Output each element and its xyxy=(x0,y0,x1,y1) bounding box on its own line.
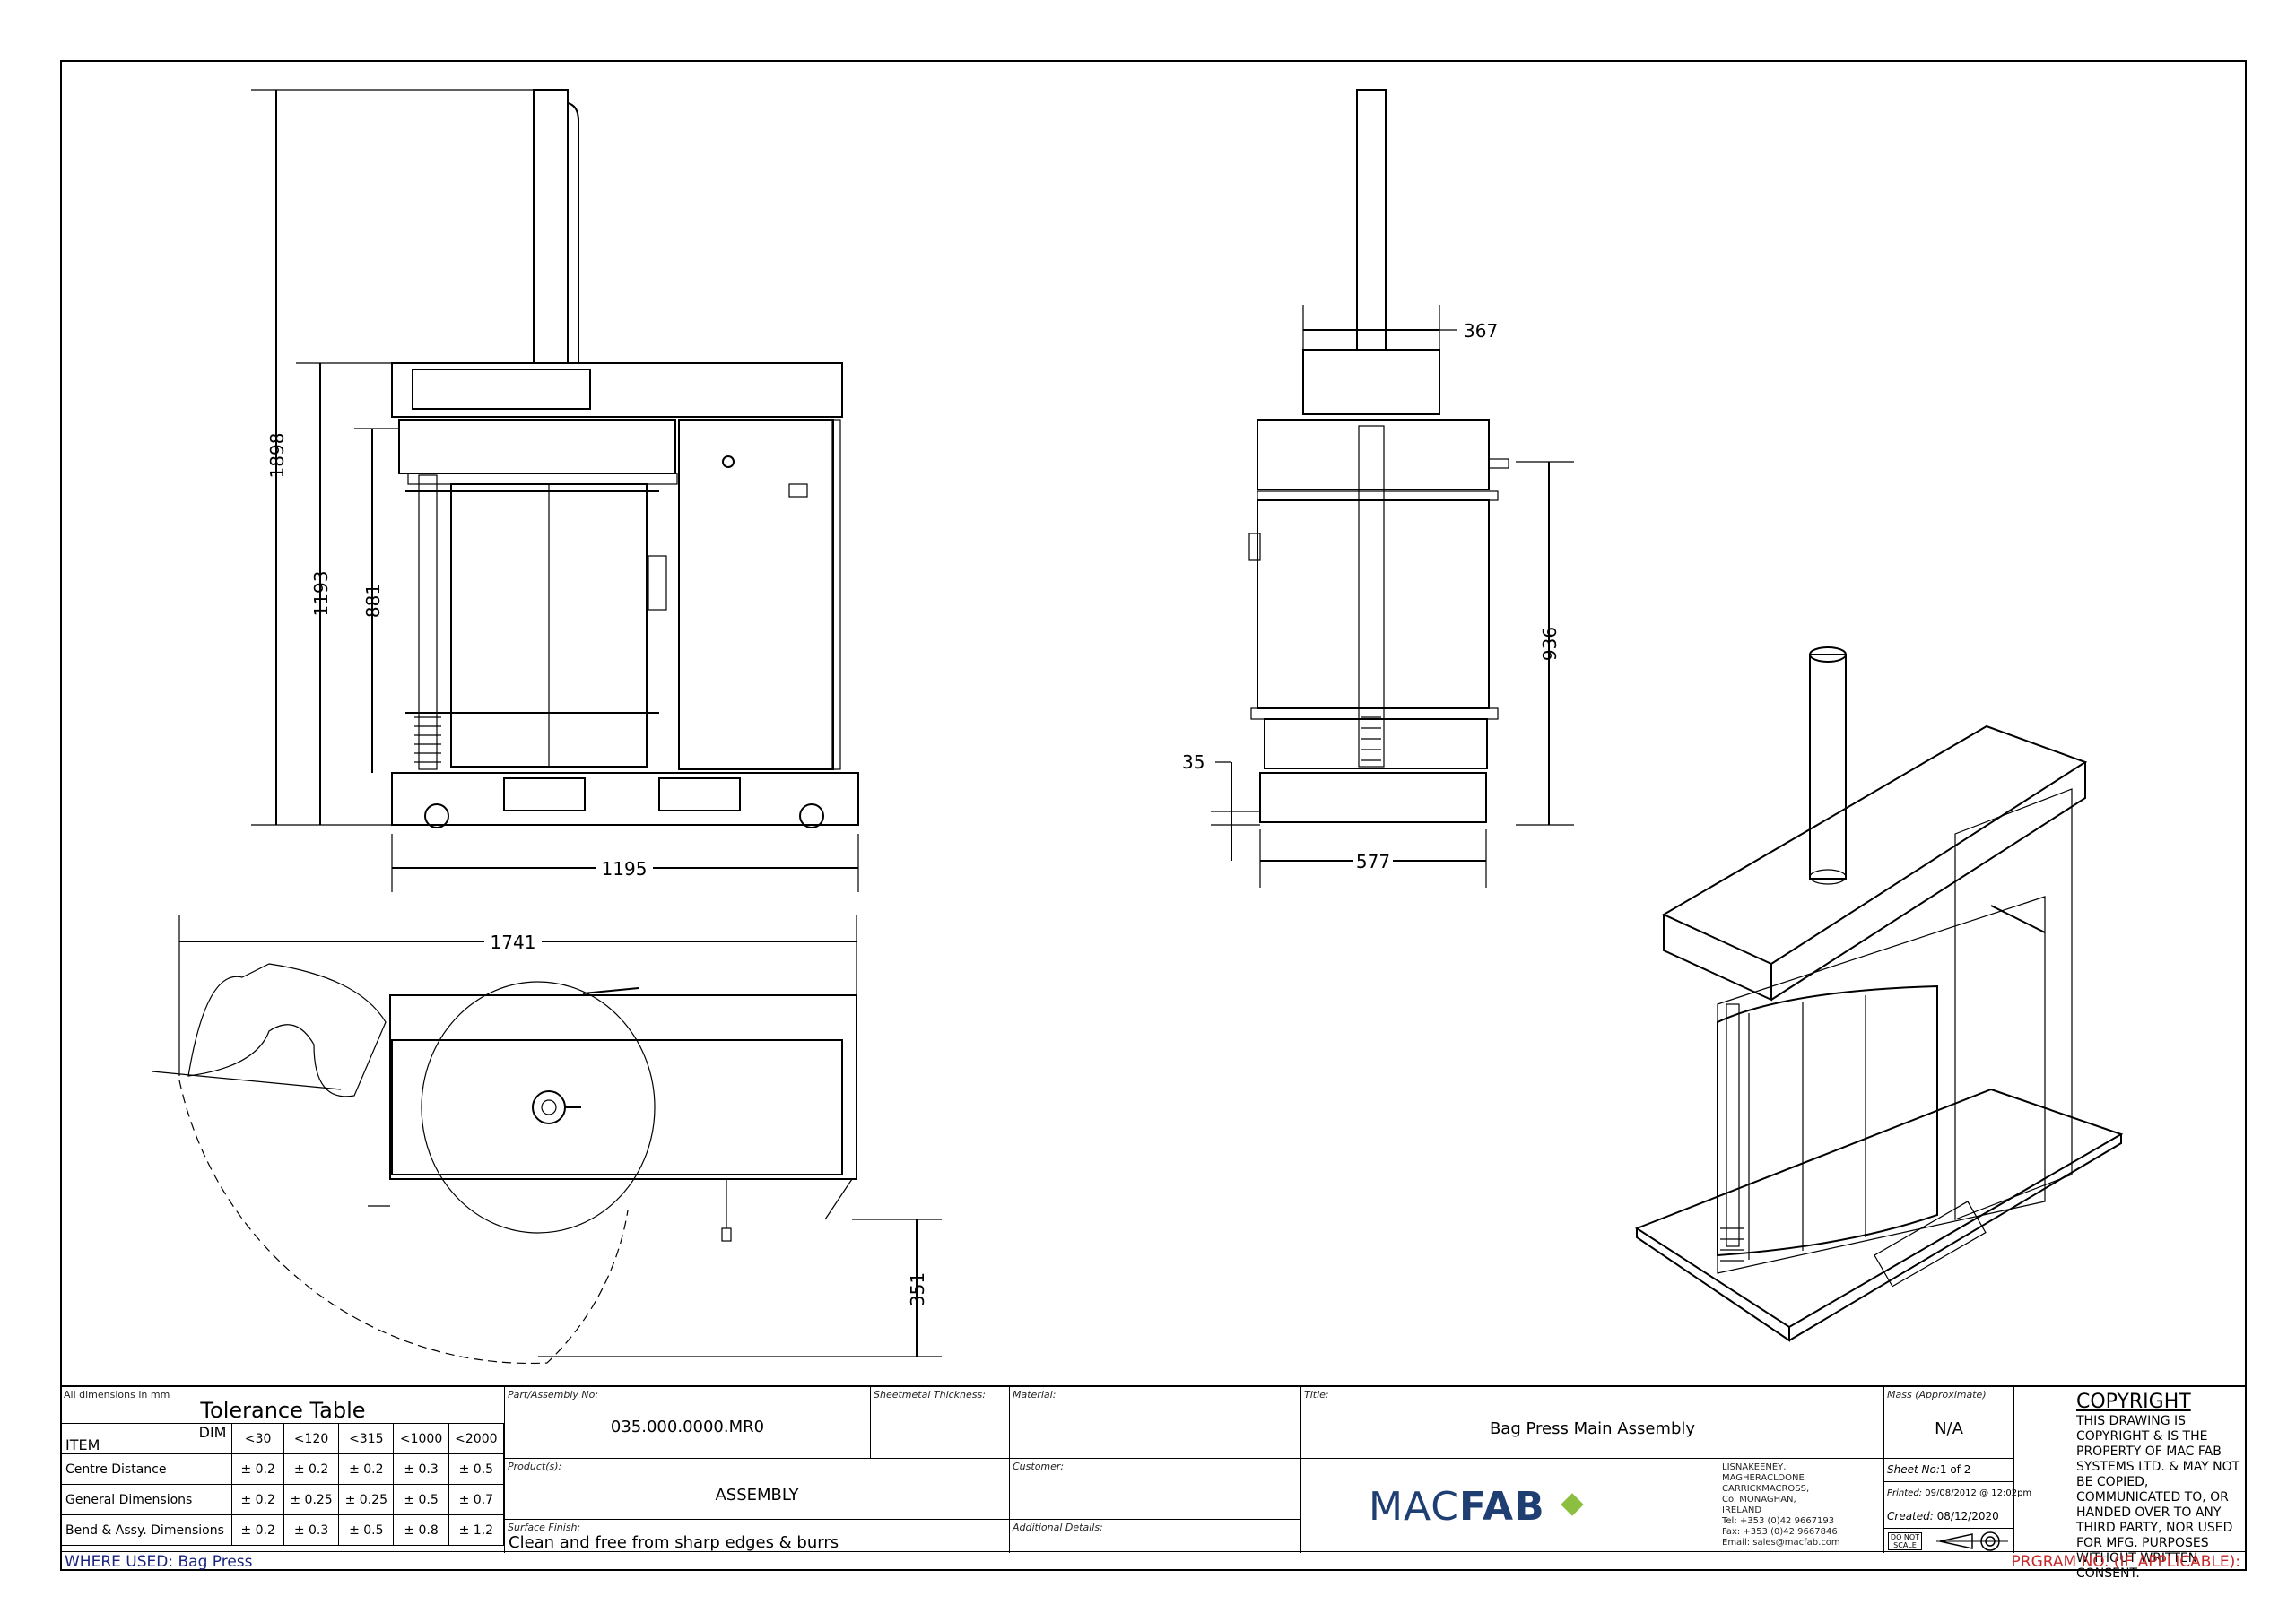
tol-row-label: General Dimensions xyxy=(60,1484,233,1515)
tol-cell: ± 0.25 xyxy=(338,1484,395,1515)
tol-col: <2000 xyxy=(448,1423,505,1454)
dim-577: 577 xyxy=(1356,851,1390,872)
top-view: 1741 351 xyxy=(152,915,942,1365)
tol-row-label: Centre Distance xyxy=(60,1453,233,1485)
tol-col: <1000 xyxy=(393,1423,449,1454)
material-cell: Material: xyxy=(1010,1387,1301,1459)
tol-cell: ± 1.2 xyxy=(448,1514,505,1546)
tol-header-item-dim: DIM ITEM xyxy=(60,1423,233,1454)
third-angle-projection-icon xyxy=(1936,1531,2008,1551)
company-address: LISNAKEENEY, MAGHERACLOONE CARRICKMACROS… xyxy=(1722,1462,1840,1548)
company-cell: MACFAB LISNAKEENEY, MAGHERACLOONE CARRIC… xyxy=(1301,1459,1884,1553)
dim-351: 351 xyxy=(907,1272,928,1306)
tol-cell: ± 0.5 xyxy=(448,1453,505,1485)
tolerance-table: DIM ITEM <30 <120 <315 <1000 <2000 Centr… xyxy=(60,1423,505,1546)
title-cell: Title: Bag Press Main Assembly xyxy=(1301,1387,1884,1459)
bottom-strip: WHERE USED: Bag Press PRGRAM NO. (IF APP… xyxy=(61,1551,2246,1571)
tol-cell: ± 0.5 xyxy=(393,1484,449,1515)
tol-col: <315 xyxy=(338,1423,395,1454)
customer-cell: Customer: xyxy=(1010,1459,1301,1520)
tol-cell: ± 0.2 xyxy=(338,1453,395,1485)
tol-cell: ± 0.2 xyxy=(283,1453,340,1485)
created-cell: Created: 08/12/2020 xyxy=(1884,1505,2014,1529)
mass-cell: Mass (Approximate) N/A xyxy=(1884,1387,2014,1459)
additional-details-cell: Additional Details: xyxy=(1010,1520,1301,1553)
tol-col: <30 xyxy=(231,1423,284,1454)
dim-1195: 1195 xyxy=(602,858,648,880)
sheet-no-cell: Sheet No:1 of 2 xyxy=(1884,1459,2014,1482)
dim-1193: 1193 xyxy=(310,571,332,617)
tol-cell: ± 0.2 xyxy=(231,1484,284,1515)
tolerance-title: Tolerance Table xyxy=(200,1398,366,1423)
all-dims-note: All dimensions in mm xyxy=(64,1389,170,1401)
dim-1898: 1898 xyxy=(266,433,288,479)
projection-cell: DO NOT SCALE xyxy=(1884,1529,2014,1553)
dim-1741: 1741 xyxy=(491,932,536,953)
drawing-title: Bag Press Main Assembly xyxy=(1489,1419,1696,1438)
tol-col: <120 xyxy=(283,1423,340,1454)
products-value: ASSEMBLY xyxy=(715,1486,799,1505)
tol-cell: ± 0.25 xyxy=(283,1484,340,1515)
isometric-view xyxy=(1634,646,2124,1342)
leaf-icon xyxy=(1560,1493,1584,1516)
copyright-title: COPYRIGHT xyxy=(2076,1391,2191,1413)
dim-35: 35 xyxy=(1182,751,1205,773)
side-view: 1898 1193 881 1195 xyxy=(251,89,859,892)
tol-row-label: Bend & Assy. Dimensions xyxy=(60,1514,233,1546)
mass-value: N/A xyxy=(1935,1419,1963,1438)
front-view: 367 936 35 577 xyxy=(1182,89,1574,888)
program-no: PRGRAM NO. (IF APPLICABLE): xyxy=(2011,1553,2240,1571)
table-row: General Dimensions ± 0.2 ± 0.25 ± 0.25 ±… xyxy=(60,1484,505,1515)
surface-finish-value: Clean and free from sharp edges & burrs xyxy=(509,1533,839,1552)
macfab-logo: MACFAB xyxy=(1369,1484,1584,1530)
products-cell: Product(s): ASSEMBLY xyxy=(505,1459,1010,1520)
tolerance-header-row: DIM ITEM <30 <120 <315 <1000 <2000 xyxy=(60,1423,505,1454)
printed-cell: Printed: 09/08/2012 @ 12:02pm xyxy=(1884,1482,2031,1505)
table-row: Bend & Assy. Dimensions ± 0.2 ± 0.3 ± 0.… xyxy=(60,1514,505,1546)
table-row: Centre Distance ± 0.2 ± 0.2 ± 0.2 ± 0.3 … xyxy=(60,1453,505,1485)
where-used: WHERE USED: Bag Press xyxy=(65,1553,253,1571)
dim-936: 936 xyxy=(1539,627,1561,661)
tol-cell: ± 0.8 xyxy=(393,1514,449,1546)
part-number: 035.000.0000.MR0 xyxy=(610,1418,765,1436)
part-no-cell: Part/Assembly No: 035.000.0000.MR0 xyxy=(505,1387,871,1459)
surface-finish-cell: Surface Finish: Clean and free from shar… xyxy=(505,1520,1010,1553)
tol-cell: ± 0.5 xyxy=(338,1514,395,1546)
drawing-border xyxy=(60,60,2247,1571)
tol-cell: ± 0.7 xyxy=(448,1484,505,1515)
tol-cell: ± 0.2 xyxy=(231,1514,284,1546)
copyright-text: THIS DRAWING IS COPYRIGHT & IS THE PROPE… xyxy=(2076,1414,2240,1581)
title-block: All dimensions in mm Tolerance Table DIM… xyxy=(60,1385,2246,1581)
tol-cell: ± 0.2 xyxy=(231,1453,284,1485)
sheetmetal-cell: Sheetmetal Thickness: xyxy=(871,1387,1010,1459)
tol-cell: ± 0.3 xyxy=(283,1514,340,1546)
dim-367: 367 xyxy=(1464,320,1498,342)
tol-cell: ± 0.3 xyxy=(393,1453,449,1485)
tolerance-section: All dimensions in mm Tolerance Table DIM… xyxy=(60,1387,505,1553)
copyright-block: COPYRIGHT THIS DRAWING IS COPYRIGHT & IS… xyxy=(2076,1391,2247,1582)
do-not-scale: DO NOT SCALE xyxy=(1888,1532,1922,1550)
dim-881: 881 xyxy=(362,584,384,618)
